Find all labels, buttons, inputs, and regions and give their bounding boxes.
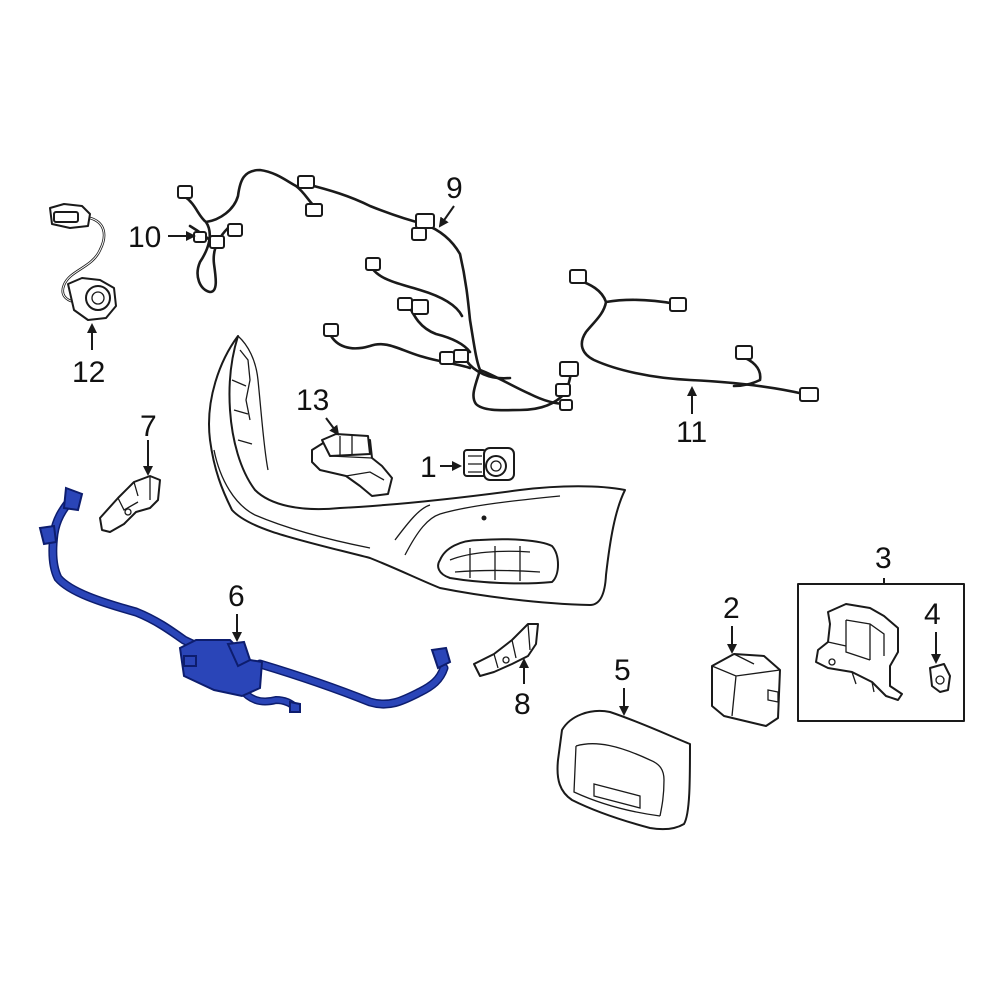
callout-3: 3 (875, 542, 892, 575)
part-3-box (797, 583, 965, 722)
callout-12: 12 (72, 356, 105, 389)
part-4-clip[interactable] (929, 663, 951, 693)
callout-1: 1 (420, 451, 437, 484)
part-11-harness[interactable] (569, 269, 819, 402)
callout-8: 8 (514, 688, 531, 721)
part-9-main-harness[interactable] (297, 175, 579, 412)
part-8-bracket[interactable] (473, 623, 539, 677)
callout-7: 7 (140, 410, 157, 443)
part-3-bracket[interactable] (815, 603, 903, 701)
callout-13: 13 (296, 384, 329, 417)
callout-10: 10 (128, 221, 161, 254)
part-1-sensor[interactable] (463, 447, 515, 481)
callout-2: 2 (723, 592, 740, 625)
part-6-bumper-harness[interactable] (38, 486, 452, 713)
callout-5: 5 (614, 654, 631, 687)
part-5-cover[interactable] (556, 710, 691, 831)
callout-11: 11 (676, 416, 707, 449)
bumper-cover (208, 335, 626, 606)
part-2-radar-module[interactable] (711, 653, 781, 727)
part-12-sensor-with-harness[interactable] (49, 203, 117, 321)
callout-9: 9 (446, 172, 463, 205)
part-7-bracket[interactable] (99, 475, 161, 533)
callout-4: 4 (924, 598, 941, 631)
part-13-module[interactable] (311, 433, 393, 497)
callout-6: 6 (228, 580, 245, 613)
